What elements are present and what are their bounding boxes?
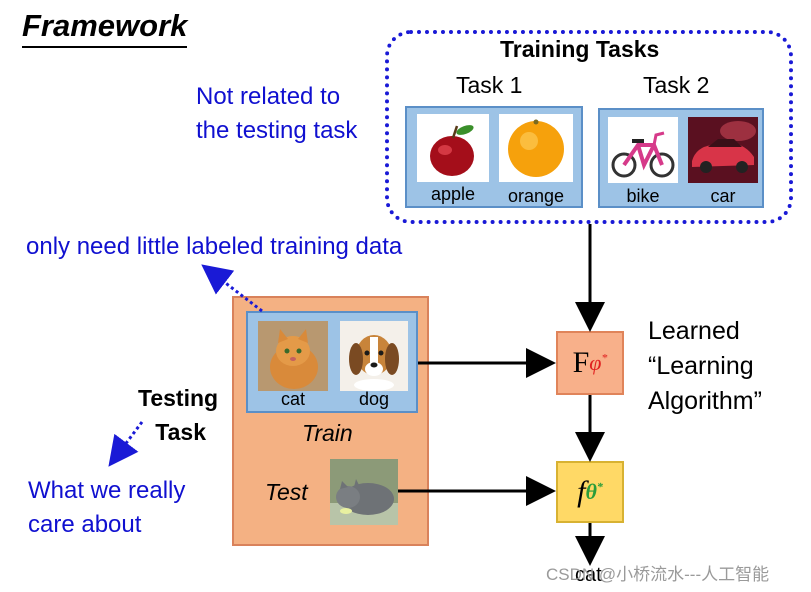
test-cat-image: [330, 459, 398, 525]
testing-task-label-line1: Testing: [138, 385, 219, 411]
f-symbol: f: [577, 475, 586, 508]
dog-caption: dog: [358, 389, 390, 409]
theta-subscript: θ*: [585, 479, 603, 504]
care-note-line2: care about: [28, 511, 142, 538]
care-pointer: [108, 421, 144, 467]
test-label: Test: [265, 479, 308, 505]
test-train-panel: cat dog: [246, 311, 418, 413]
care-note: What we really care about: [28, 474, 185, 542]
orange-image: [499, 114, 573, 182]
bike-caption: bike: [626, 186, 660, 206]
watermark: CSDN @小桥流水---人工智能: [546, 565, 770, 584]
output-label: cat: [575, 564, 602, 586]
training-tasks-header: Training Tasks: [500, 36, 660, 62]
unrelated-note-line2: the testing task: [196, 117, 358, 144]
unrelated-note-line1: Not related to: [196, 83, 341, 110]
learned-line1: Learned: [648, 317, 740, 345]
little-data-pointer: [201, 264, 263, 313]
phi-subscript: φ*: [589, 350, 608, 375]
car-caption: car: [710, 186, 736, 206]
bike-image: [608, 117, 678, 183]
learned-line3: Algorithm”: [648, 387, 762, 415]
apple-image: [417, 114, 489, 182]
train-label: Train: [302, 420, 353, 446]
F-symbol: F: [572, 346, 590, 379]
training-tasks-box: [385, 30, 793, 224]
dog-image: [340, 321, 408, 391]
learned-algorithm-label: Learned “Learning Algorithm”: [648, 314, 762, 419]
apple-caption: apple: [430, 184, 476, 204]
page-title: Framework: [22, 8, 188, 48]
cat-image: [258, 321, 328, 391]
testing-task-label-line2: Task: [155, 419, 206, 445]
orange-caption: orange: [507, 186, 565, 206]
car-image: [688, 117, 758, 183]
task1-label: Task 1: [456, 72, 523, 98]
task2-panel: bike car: [598, 108, 764, 208]
task1-panel: apple orange: [405, 106, 583, 208]
cat-caption: cat: [280, 389, 305, 409]
learned-line2: “Learning: [648, 352, 754, 380]
care-note-line1: What we really: [28, 477, 186, 504]
unrelated-note: Not related to the testing task: [196, 80, 357, 148]
testing-task-label: Testing Task: [138, 381, 219, 449]
little-data-note: only need little labeled training data: [26, 233, 403, 260]
task2-label: Task 2: [643, 72, 710, 98]
